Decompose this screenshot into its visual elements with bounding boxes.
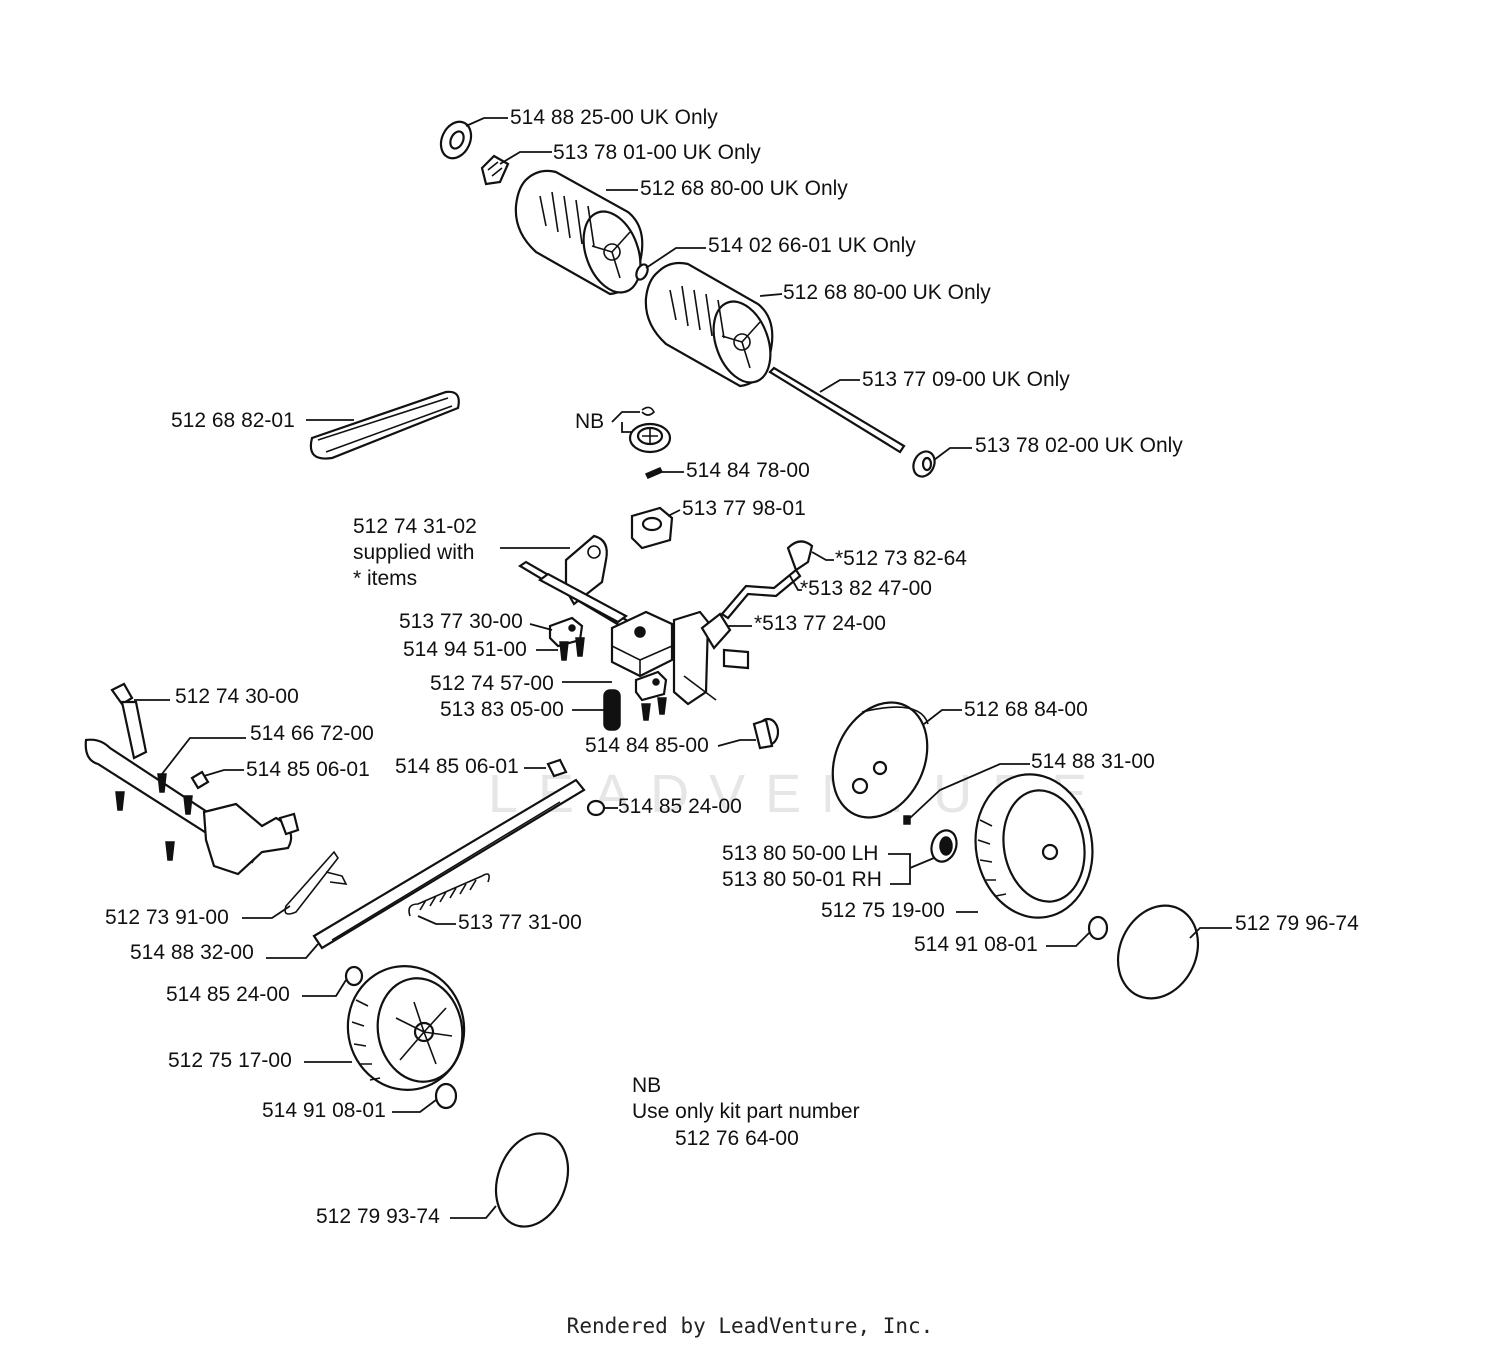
wheel-washer-part-left (434, 1082, 458, 1110)
bushing-block-part (630, 506, 674, 550)
side-plate-part (672, 610, 750, 706)
part-label: 514 91 08-01 (914, 933, 1038, 956)
front-wheel-left-part (346, 965, 466, 1091)
part-label: 512 74 30-00 (175, 685, 299, 708)
part-label: 514 85 06-01 (395, 755, 519, 778)
note-kit-number: 512 76 64-00 (675, 1127, 799, 1150)
part-label: 512 68 82-01 (171, 409, 295, 432)
wheel-cover-part (831, 701, 929, 819)
roller-part-upper (514, 169, 644, 296)
part-label: 514 94 51-00 (403, 638, 527, 661)
part-label: 513 80 50-01 RH (722, 868, 882, 891)
bolt-part-group (115, 773, 193, 861)
note-heading: NB (632, 1074, 661, 1097)
extension-spring-part (408, 873, 490, 917)
kit-note: NB Use only kit part number 512 76 64-00 (632, 1074, 860, 1150)
drive-gear-part (930, 829, 958, 863)
part-label: 513 77 09-00 UK Only (862, 368, 1070, 391)
part-labels: 514 88 25-00 UK Only 513 78 01-00 UK Onl… (105, 106, 1359, 1228)
part-label: 513 83 05-00 (440, 698, 564, 721)
part-label: 512 68 84-00 (964, 698, 1088, 721)
key-part (644, 467, 664, 479)
hubcap-ring-part-left (494, 1132, 570, 1228)
part-label: 514 88 25-00 UK Only (510, 106, 718, 129)
spacer-ring-part (635, 263, 649, 281)
small-pin-part (903, 815, 911, 825)
gearbox-bracket-part (517, 534, 642, 636)
part-label: 512 75 17-00 (168, 1049, 292, 1072)
part-label: 514 85 06-01 (246, 758, 370, 781)
part-label: 514 84 78-00 (686, 459, 810, 482)
part-label-nb: NB (575, 410, 604, 433)
hubcap-ring-part-right (1116, 904, 1200, 1000)
leader-lines (134, 117, 1232, 1219)
part-label: 512 68 80-00 UK Only (640, 177, 848, 200)
height-adjust-lever-part (84, 682, 300, 876)
washer-part (439, 120, 473, 160)
part-label: 513 77 31-00 (458, 911, 582, 934)
pin-part-right (546, 758, 568, 778)
part-label: 514 85 24-00 (618, 795, 742, 818)
part-label: 514 02 66-01 UK Only (708, 234, 916, 257)
shaft-part (768, 366, 906, 454)
part-label-note: * items (353, 567, 417, 590)
clamp-block-part-lower (634, 670, 668, 702)
flange-bushing-part (752, 717, 780, 750)
part-label: 514 91 08-01 (262, 1099, 386, 1122)
part-label: 513 77 30-00 (399, 610, 523, 633)
spring-clip-part (284, 850, 348, 915)
part-label: 512 74 31-02 (353, 515, 477, 538)
part-label: 514 88 31-00 (1031, 750, 1155, 773)
roller-part-lower (644, 261, 774, 388)
part-label: 513 80 50-00 LH (722, 842, 878, 865)
control-rod-part (312, 778, 586, 950)
washer-part-lower (344, 965, 364, 987)
part-label: *513 82 47-00 (800, 577, 932, 600)
part-label-note: supplied with (353, 541, 474, 564)
pin-part-left (190, 770, 210, 790)
clip-part (480, 154, 510, 186)
part-label: 514 84 85-00 (585, 734, 709, 757)
part-label: 512 73 91-00 (105, 906, 229, 929)
part-label: 512 79 96-74 (1235, 912, 1359, 935)
part-label: *513 77 24-00 (754, 612, 886, 635)
rear-wheel-right-part (974, 773, 1094, 919)
part-label: 513 77 98-01 (682, 497, 806, 520)
wheel-washer-part-right (1087, 915, 1109, 941)
compression-spring-part (603, 689, 621, 731)
control-lever-part (700, 540, 814, 650)
part-label: *512 73 82-64 (835, 547, 967, 570)
part-label: 512 75 19-00 (821, 899, 945, 922)
screw-part-group (559, 637, 667, 721)
footer-credit: Rendered by LeadVenture, Inc. (566, 1314, 934, 1338)
part-label: 514 88 32-00 (130, 941, 254, 964)
part-label: 513 78 02-00 UK Only (975, 434, 1183, 457)
note-text: Use only kit part number (632, 1100, 860, 1123)
part-label: 512 79 93-74 (316, 1205, 440, 1228)
part-label: 514 85 24-00 (166, 983, 290, 1006)
part-label: 512 68 80-00 UK Only (783, 281, 991, 304)
washer-part-upper (586, 799, 606, 817)
part-label: 514 66 72-00 (250, 722, 374, 745)
end-washer-part (912, 450, 936, 478)
gearbox-housing-part (610, 610, 674, 678)
part-label: 512 74 57-00 (430, 672, 554, 695)
drive-belt-part (309, 390, 460, 460)
part-label: 513 78 01-00 UK Only (553, 141, 761, 164)
pulley-part (628, 406, 672, 454)
